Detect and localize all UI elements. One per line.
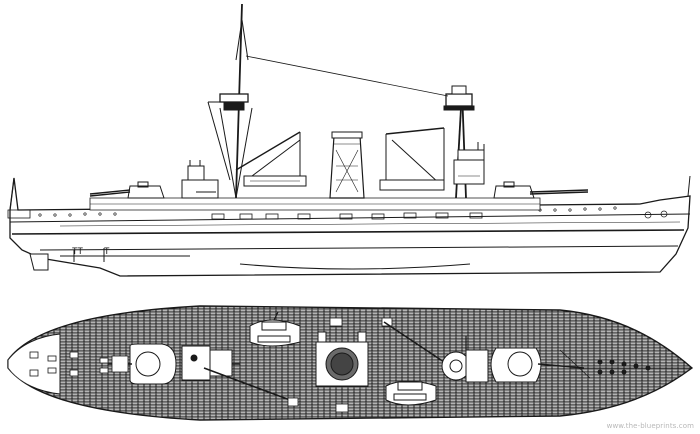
plan-view xyxy=(7,305,694,421)
stern-flagstaff xyxy=(9,177,15,211)
ventilators xyxy=(287,317,393,413)
rudder xyxy=(29,253,49,271)
bilge-keel xyxy=(239,263,471,270)
sheer-line xyxy=(9,213,691,223)
aft-turret-plan xyxy=(108,343,177,385)
belt-line xyxy=(11,229,685,235)
jackstaff xyxy=(687,175,691,197)
stern-fittings xyxy=(29,351,109,377)
hull-stripe xyxy=(59,221,681,227)
propeller-shaft xyxy=(60,248,190,262)
bow-fittings xyxy=(597,359,651,375)
waterline xyxy=(39,245,679,251)
fore-bridge-plan xyxy=(441,336,489,383)
fore-turret-profile xyxy=(493,181,589,199)
aft-boat-crane xyxy=(235,131,307,187)
aft-turret-profile xyxy=(89,181,165,199)
funnel-plan xyxy=(315,331,369,387)
funnel xyxy=(329,131,365,199)
fore-boat-group xyxy=(385,380,437,406)
midship-boat-crane xyxy=(379,127,445,191)
aft-bridge xyxy=(181,160,219,199)
propeller-mark-2: T xyxy=(104,246,110,256)
side-profile-view: TT T xyxy=(7,3,691,277)
fore-turret-plan xyxy=(490,347,591,383)
aft-boom xyxy=(203,367,291,401)
stern-gallery xyxy=(7,209,31,219)
aft-boat-group xyxy=(249,311,301,347)
aft-superstructure-plan xyxy=(181,345,240,381)
fore-mast xyxy=(245,55,485,199)
porthole-row xyxy=(38,206,668,219)
aft-mast xyxy=(207,3,253,199)
watermark-text: www.the-blueprints.com xyxy=(606,422,694,430)
stern-deck xyxy=(8,333,61,395)
propeller-mark: TT xyxy=(72,246,83,256)
casemate-row xyxy=(211,212,483,220)
